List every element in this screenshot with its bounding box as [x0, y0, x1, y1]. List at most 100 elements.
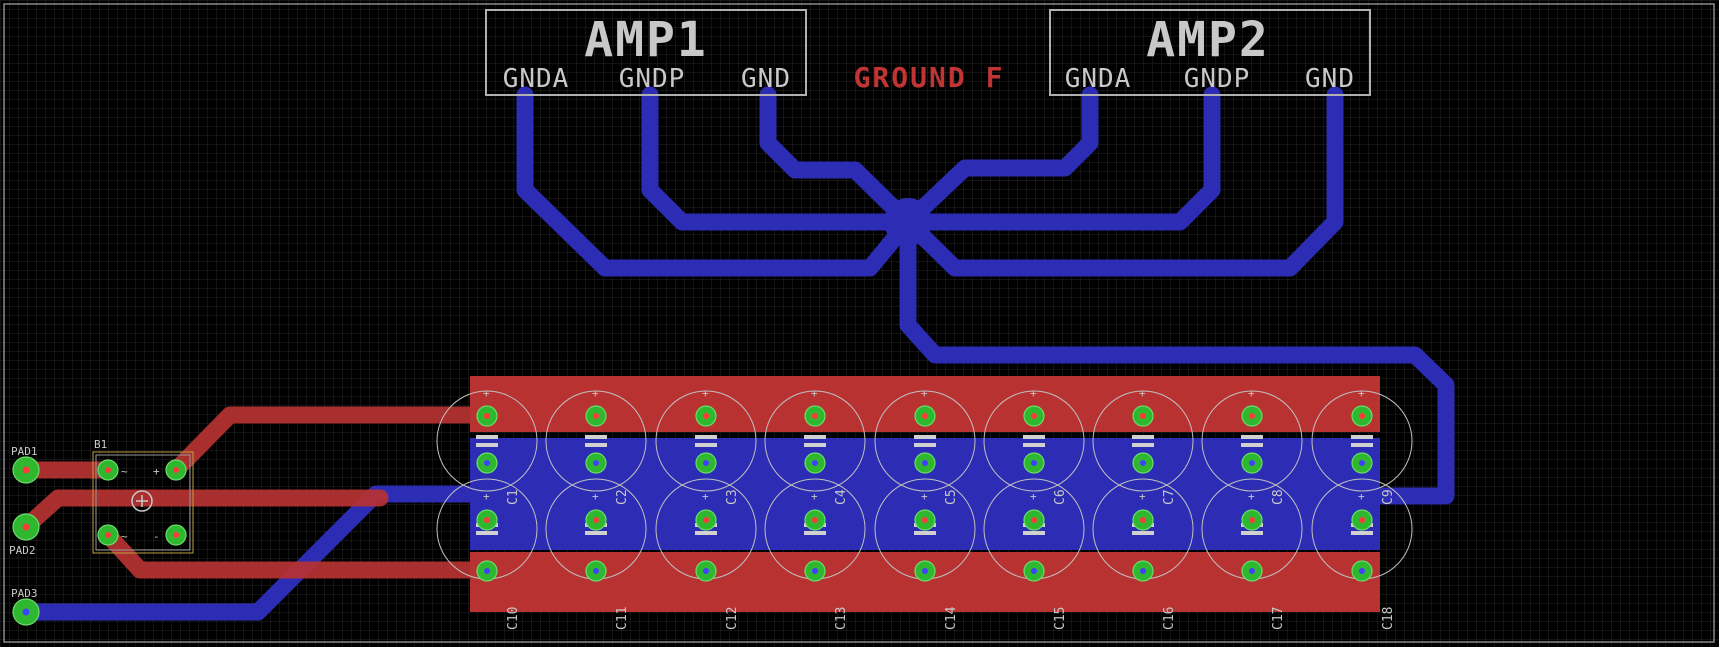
- capacitor-pad-hole-1: [1031, 517, 1037, 523]
- bridge-pad-plus-hole: [173, 467, 179, 473]
- capacitor-pad-hole-1: [484, 413, 490, 419]
- trace-amp2-gnda: [899, 86, 1099, 231]
- bridge-ac-mark-2: ~: [121, 530, 128, 543]
- capacitor-plate-lower: [695, 531, 717, 535]
- capacitor-pad-hole-1: [1249, 413, 1255, 419]
- capacitor-plate-lower: [1132, 443, 1154, 447]
- capacitor-plate-lower: [585, 443, 607, 447]
- cap-bottom-6: +C15: [983, 478, 1085, 630]
- capacitor-plus-mark: +: [1358, 387, 1365, 400]
- capacitor-label: C1: [506, 489, 521, 505]
- capacitor-pad-hole-1: [1359, 413, 1365, 419]
- capacitor-pad-hole-1: [703, 413, 709, 419]
- ground-label: GROUND F: [854, 61, 1005, 94]
- capacitor-pad-hole-1: [1249, 517, 1255, 523]
- capacitor-plate-upper: [1351, 435, 1373, 439]
- bridge-pad-minus-hole: [173, 532, 179, 538]
- capacitor-pad-hole-2: [1031, 460, 1037, 466]
- capacitor-plate-lower: [1351, 443, 1373, 447]
- capacitor-pad-hole-2: [812, 568, 818, 574]
- capacitor-label: C7: [1162, 489, 1177, 505]
- trace-pad3: [17, 485, 479, 621]
- capacitor-plate-lower: [804, 443, 826, 447]
- bridge-plus-mark: +: [153, 465, 160, 478]
- capacitor-label: C4: [834, 489, 849, 505]
- bridge-rectifier: B1 ~ ~ + -: [92, 438, 194, 554]
- capacitor-plate-lower: [1023, 443, 1045, 447]
- capacitor-pad-hole-2: [703, 460, 709, 466]
- capacitor-outline: [1311, 390, 1413, 492]
- capacitor-outline: [655, 390, 757, 492]
- bridge-center-mark: [131, 490, 153, 512]
- capacitor-outline: [1092, 390, 1194, 492]
- bridge-pad-ac1-hole: [105, 467, 111, 473]
- capacitor-plate-lower: [695, 443, 717, 447]
- capacitor-pad-hole-2: [703, 568, 709, 574]
- capacitor-label: C11: [615, 607, 630, 630]
- capacitor-label: C17: [1271, 607, 1286, 630]
- pad2-label: PAD2: [9, 544, 36, 557]
- capacitor-outline: [983, 390, 1085, 492]
- trace-amp1-gnda: [516, 86, 917, 277]
- capacitor-plate-upper: [1241, 435, 1263, 439]
- capacitor-label: C15: [1053, 607, 1068, 630]
- cap-top-3: + C3: [655, 387, 757, 505]
- cap-bottom-1: + C10: [436, 478, 538, 630]
- capacitor-plate-upper: [1023, 435, 1045, 439]
- cap-top-1: + C1: [436, 387, 538, 505]
- amp2-title: AMP2: [1146, 12, 1270, 68]
- capacitor-plate-lower: [476, 531, 498, 535]
- capacitor-pad-hole-1: [922, 413, 928, 419]
- pad3-hole: [22, 608, 30, 616]
- capacitor-pad-hole-2: [922, 568, 928, 574]
- capacitor-pad-hole-2: [1249, 460, 1255, 466]
- capacitor-pad-hole-1: [922, 517, 928, 523]
- capacitor-pad-hole-1: [1359, 517, 1365, 523]
- capacitor-plus-mark: +: [483, 387, 490, 400]
- capacitor-pad-hole-2: [593, 460, 599, 466]
- capacitor-plus-mark: +: [702, 387, 709, 400]
- capacitor-label: C5: [944, 489, 959, 505]
- trace-star-to-caps: [899, 213, 1455, 505]
- trace-bridge-minus: [99, 526, 479, 579]
- capacitor-pad-hole-1: [703, 517, 709, 523]
- cap-top-4: +C4: [764, 387, 866, 505]
- capacitor-pad-hole-1: [1031, 413, 1037, 419]
- ground-traces: [17, 86, 1455, 621]
- capacitor-label: C16: [1162, 607, 1177, 630]
- capacitor-label: C13: [834, 607, 849, 630]
- cap-top-7: + C7: [1092, 387, 1194, 505]
- capacitor-label: C3: [725, 489, 740, 505]
- capacitor-array: +C1+C2+C3+C4+C5+C6+C7+C8+C9+C10+C11+C12+…: [436, 387, 1413, 630]
- capacitor-outline: [436, 390, 538, 492]
- capacitor-label: C10: [506, 607, 521, 630]
- board-outline: [3, 3, 1715, 643]
- capacitor-outline: [874, 390, 976, 492]
- capacitor-plate-upper: [695, 435, 717, 439]
- trace-amp2-gnd: [899, 86, 1344, 277]
- amp1-header: AMP1 GNDA GNDP GND: [485, 9, 807, 96]
- capacitor-outline: [764, 390, 866, 492]
- amp2-pin-gnd: GND: [1305, 64, 1355, 94]
- capacitor-plate-lower: [1351, 531, 1373, 535]
- cap-bottom-5: +C14: [874, 478, 976, 630]
- capacitor-plate-lower: [1023, 531, 1045, 535]
- pad3-label: PAD3: [11, 587, 38, 600]
- amp2-header: AMP2 GNDA GNDP GND: [1049, 9, 1371, 96]
- capacitor-pad-hole-2: [1140, 568, 1146, 574]
- star-ground-node: [884, 198, 932, 246]
- capacitor-plate-lower: [804, 531, 826, 535]
- capacitor-plus-mark: +: [592, 387, 599, 400]
- capacitor-pad-hole-2: [484, 568, 490, 574]
- capacitor-pad-hole-1: [1140, 413, 1146, 419]
- capacitor-pad-hole-2: [1140, 460, 1146, 466]
- top-copper-layer: [470, 376, 1380, 612]
- capacitor-outline: [545, 390, 647, 492]
- capacitor-plus-mark: +: [921, 490, 928, 503]
- capacitor-plus-mark: +: [483, 490, 490, 503]
- bridge-ac-mark-1: ~: [121, 465, 128, 478]
- capacitor-plus-mark: +: [1139, 387, 1146, 400]
- capacitor-plus-mark: +: [1248, 387, 1255, 400]
- cap-top-6: +C6: [983, 387, 1085, 505]
- amp1-pin-gndp: GNDP: [619, 64, 686, 94]
